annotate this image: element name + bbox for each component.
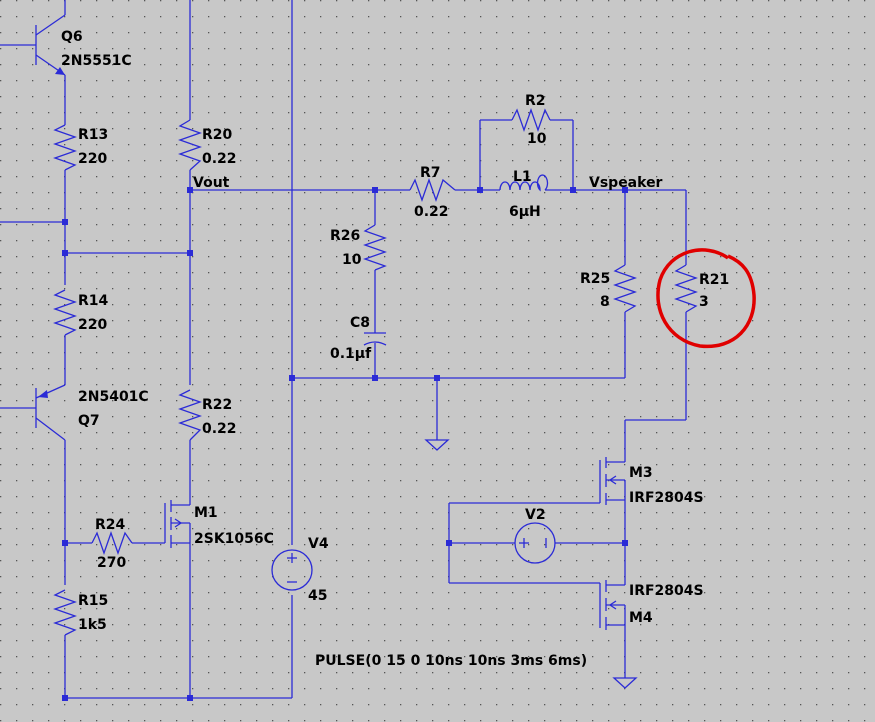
- r25-value: 8: [600, 294, 610, 310]
- transistor-q7-symbol: [0, 384, 66, 441]
- r22-ref: R22: [202, 397, 232, 413]
- m4-ref: M4: [629, 610, 653, 626]
- v4-ref: V4: [308, 536, 329, 552]
- m3-ref: M3: [629, 465, 653, 481]
- q7-ref: Q7: [78, 413, 100, 429]
- r13-value: 220: [78, 151, 107, 167]
- r14-ref: R14: [78, 293, 109, 309]
- net-label-vspeaker: Vspeaker: [589, 175, 663, 191]
- m4-value: IRF2804S: [629, 583, 704, 599]
- inductor-symbol: [499, 174, 549, 192]
- r26-ref: R26: [330, 228, 360, 244]
- r7-ref: R7: [420, 165, 441, 181]
- ground-symbol: [612, 677, 638, 689]
- m1-ref: M1: [194, 505, 218, 521]
- r20-ref: R20: [202, 127, 233, 143]
- r15-ref: R15: [78, 593, 108, 609]
- r7-value: 0.22: [414, 204, 449, 220]
- r2-value: 10: [527, 131, 547, 147]
- r22-value: 0.22: [202, 421, 237, 437]
- r13-ref: R13: [78, 127, 108, 143]
- wires: [0, 0, 687, 699]
- r21-ref: R21: [699, 272, 729, 288]
- c8-ref: C8: [350, 315, 370, 331]
- q6-value: 2N5551C: [61, 53, 132, 69]
- r26-value: 10: [342, 252, 362, 268]
- m1-value: 2SK1056C: [194, 531, 274, 547]
- r24-ref: R24: [95, 517, 126, 533]
- r15-value: 1k5: [78, 617, 107, 633]
- net-label-vout: Vout: [193, 175, 230, 191]
- pulse-spec-label: PULSE(0 15 0 10ns 10ns 3ms 6ms): [315, 653, 587, 669]
- c8-value: 0.1µf: [330, 346, 372, 362]
- transistor-q6-symbol: [0, 0, 66, 80]
- l1-ref: L1: [513, 169, 532, 185]
- highlight-circle: [656, 248, 756, 349]
- q7-value: 2N5401C: [78, 389, 149, 405]
- resistor-symbols: [53, 108, 698, 636]
- component-labels: Vout Vspeaker Q6 2N5551C 2N5401C Q7 R13 …: [61, 29, 729, 669]
- voltage-source-v4-symbol: [271, 549, 313, 591]
- r25-ref: R25: [580, 271, 610, 287]
- mosfet-m4-symbol: [599, 580, 626, 630]
- junction-dots: [62, 187, 628, 701]
- r21-value: 3: [699, 294, 709, 310]
- voltage-source-v2-symbol: [514, 522, 556, 564]
- m3-value: IRF2804S: [629, 490, 704, 506]
- r2-ref: R2: [525, 93, 546, 109]
- v4-value: 45: [308, 588, 327, 604]
- r20-value: 0.22: [202, 151, 237, 167]
- capacitor-symbol: [363, 332, 387, 346]
- ground-symbol: [424, 439, 450, 451]
- r14-value: 220: [78, 317, 107, 333]
- mosfet-m1-symbol: [164, 500, 191, 548]
- l1-value: 6µH: [509, 204, 541, 220]
- q6-ref: Q6: [61, 29, 83, 45]
- r24-value: 270: [97, 555, 126, 571]
- mosfet-m3-symbol: [599, 455, 626, 505]
- v2-ref: V2: [525, 507, 546, 523]
